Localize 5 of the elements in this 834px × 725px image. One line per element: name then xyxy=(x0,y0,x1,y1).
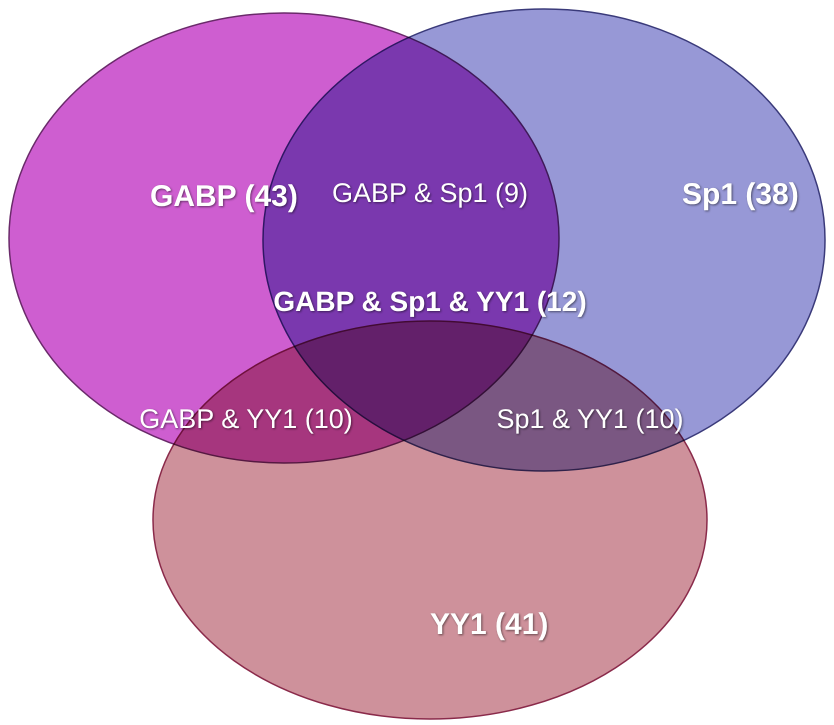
overlap-label: Sp1 & YY1 (10) xyxy=(496,406,684,433)
overlap-label: GABP & Sp1 (9) xyxy=(332,180,528,207)
set-label: Sp1 (38) xyxy=(682,180,799,210)
set-label: YY1 (41) xyxy=(430,610,548,640)
set-label: GABP (43) xyxy=(150,182,298,212)
